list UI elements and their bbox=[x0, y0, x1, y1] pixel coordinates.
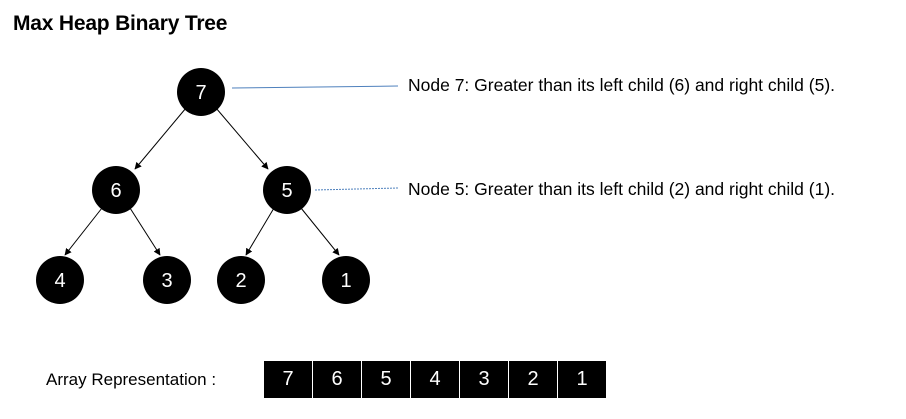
node-2: 2 bbox=[217, 256, 265, 304]
node-5-label: 5 bbox=[281, 180, 292, 202]
edge-7-5 bbox=[215, 107, 269, 170]
edge-6-3 bbox=[129, 207, 161, 256]
node-1-label: 1 bbox=[340, 270, 351, 292]
node-6-label: 6 bbox=[110, 180, 121, 202]
edge-5-1 bbox=[300, 207, 340, 256]
edge-7-6 bbox=[134, 107, 187, 170]
node-7-label: 7 bbox=[195, 82, 206, 104]
array-cell: 2 bbox=[509, 361, 558, 398]
array-cell: 5 bbox=[362, 361, 411, 398]
array-representation-label: Array Representation : bbox=[46, 370, 217, 389]
node-3: 3 bbox=[143, 256, 191, 304]
node-4-label: 4 bbox=[54, 270, 65, 292]
connector-node-5 bbox=[314, 187, 399, 191]
edge-5-2 bbox=[245, 207, 275, 256]
array-cell: 4 bbox=[411, 361, 460, 398]
array-cell: 3 bbox=[460, 361, 509, 398]
array-representation: 7 6 5 4 3 2 1 bbox=[264, 361, 606, 398]
array-cell: 1 bbox=[558, 361, 606, 398]
node-5: 5 bbox=[263, 166, 311, 214]
node-3-label: 3 bbox=[161, 270, 172, 292]
node-4: 4 bbox=[36, 256, 84, 304]
connector-node-7 bbox=[231, 85, 399, 89]
annotation-node-7: Node 7: Greater than its left child (6) … bbox=[408, 75, 836, 95]
annotation-node-5: Node 5: Greater than its left child (2) … bbox=[408, 179, 836, 199]
edge-6-4 bbox=[64, 207, 103, 256]
node-7: 7 bbox=[177, 68, 225, 116]
array-cell: 6 bbox=[313, 361, 362, 398]
node-1: 1 bbox=[322, 256, 370, 304]
heap-tree: 7 6 5 4 3 2 1 bbox=[36, 68, 399, 304]
diagram-title: Max Heap Binary Tree bbox=[13, 12, 228, 35]
node-2-label: 2 bbox=[235, 270, 246, 292]
node-6: 6 bbox=[92, 166, 140, 214]
array-cell: 7 bbox=[264, 361, 313, 398]
